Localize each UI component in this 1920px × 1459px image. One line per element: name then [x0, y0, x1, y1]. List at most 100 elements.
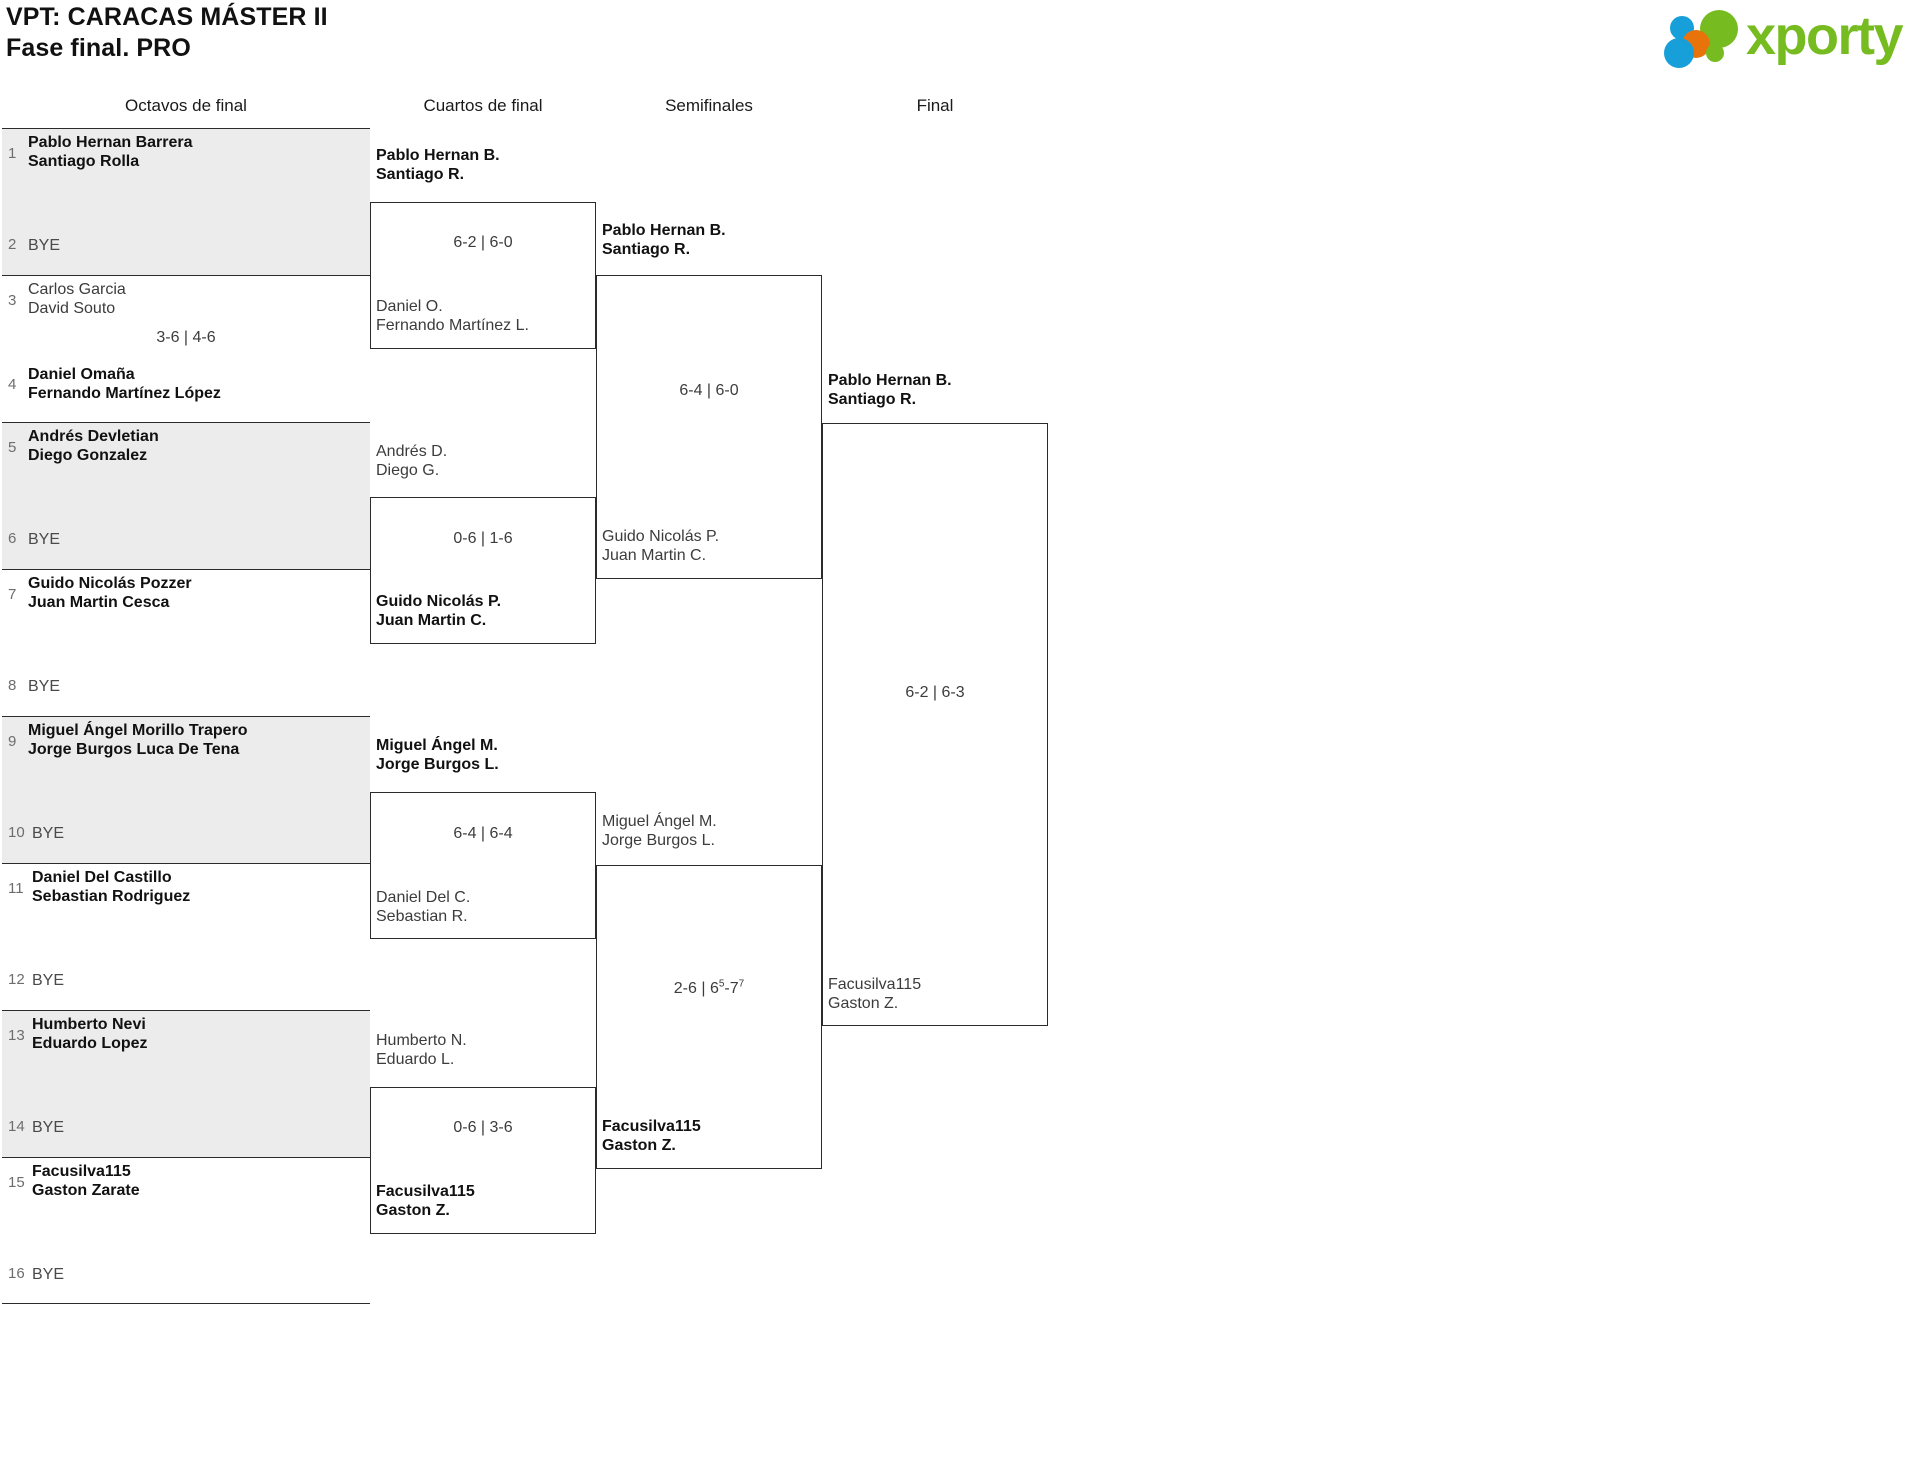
- team-name: Facusilva115 Gaston Zarate: [32, 1163, 140, 1199]
- r1-match-5[interactable]: 9 Miguel Ángel Morillo Trapero Jorge Bur…: [2, 716, 370, 863]
- logo-dot-green-small: [1705, 44, 1724, 62]
- bracket-line: [370, 497, 371, 644]
- logo-wordmark: xporty: [1745, 6, 1904, 66]
- team-name: Pablo Hernan B. Santiago R.: [602, 222, 726, 258]
- tiebreak-points: 5: [718, 978, 725, 990]
- match-score: 6-2 | 6-0: [453, 234, 513, 251]
- seed-number: 1: [8, 145, 17, 162]
- bracket-line: [822, 423, 823, 1026]
- team-name: Daniel Del C. Sebastian R.: [376, 889, 471, 925]
- team-name: Carlos Garcia David Souto: [28, 281, 126, 317]
- tournament-name: VPT: CARACAS MÁSTER II: [6, 3, 328, 31]
- team-name: Facusilva115 Gaston Z.: [602, 1118, 701, 1154]
- seed-number: 14: [8, 1118, 25, 1135]
- bracket-line: [596, 275, 822, 276]
- team-name: Guido Nicolás Pozzer Juan Martin Cesca: [28, 575, 192, 611]
- bracket-line: [595, 1087, 596, 1234]
- bracket-line: [370, 202, 596, 203]
- r1-match-3[interactable]: 5 Andrés Devletian Diego Gonzalez 6 BYE: [2, 422, 370, 569]
- bracket-line: [596, 578, 822, 579]
- bracket-line: [595, 202, 596, 349]
- xporty-logo: xporty: [1663, 6, 1904, 68]
- team-name: Andrés D. Diego G.: [376, 443, 448, 479]
- team-name: Miguel Ángel M. Jorge Burgos L.: [602, 813, 717, 849]
- match-score: 6-4 | 6-4: [453, 825, 513, 842]
- team-name: Daniel Del Castillo Sebastian Rodriguez: [32, 869, 191, 905]
- bracket-line: [370, 497, 596, 498]
- bracket-line: [595, 497, 596, 644]
- seed-number: 3: [8, 292, 17, 309]
- bracket-line: [370, 792, 596, 793]
- tiebreak-points: 7: [738, 978, 745, 990]
- seed-number: 11: [8, 880, 24, 897]
- r1-match-1[interactable]: 1 Pablo Hernan Barrera Santiago Rolla 2 …: [2, 128, 370, 275]
- seed-number: 7: [8, 586, 17, 603]
- bracket-line: [821, 275, 822, 579]
- bracket-line: [822, 423, 1048, 424]
- seed-number: 9: [8, 733, 17, 750]
- tournament-phase: Fase final. PRO: [6, 34, 191, 62]
- team-name: Miguel Ángel M. Jorge Burgos L.: [376, 737, 499, 773]
- round-octavos-column: 1 Pablo Hernan Barrera Santiago Rolla 2 …: [2, 128, 370, 1304]
- bye-label: BYE: [32, 825, 65, 842]
- bracket-line: [370, 202, 371, 349]
- r1-match-2[interactable]: 3 Carlos Garcia David Souto 3-6 | 4-6 4 …: [2, 275, 370, 422]
- seed-number: 6: [8, 530, 17, 547]
- r1-match-6[interactable]: 11 Daniel Del Castillo Sebastian Rodrigu…: [2, 863, 370, 1010]
- r1-match-7[interactable]: 13 Humberto Nevi Eduardo Lopez 14 BYE: [2, 1010, 370, 1157]
- bracket-line: [596, 865, 597, 1169]
- team-name: Pablo Hernan B. Santiago R.: [376, 147, 500, 183]
- seed-number: 4: [8, 376, 17, 393]
- seed-number: 12: [8, 971, 25, 988]
- bracket-line: [596, 275, 597, 579]
- seed-number: 2: [8, 236, 17, 253]
- bye-label: BYE: [32, 1266, 65, 1283]
- r1-match-4[interactable]: 7 Guido Nicolás Pozzer Juan Martin Cesca…: [2, 569, 370, 716]
- bye-label: BYE: [28, 531, 61, 548]
- team-name: Humberto Nevi Eduardo Lopez: [32, 1016, 148, 1052]
- bracket-line: [596, 1168, 822, 1169]
- team-name: Guido Nicolás P. Juan Martin C.: [602, 528, 720, 564]
- team-name: Facusilva115 Gaston Z.: [376, 1183, 475, 1219]
- bracket-line: [370, 792, 371, 939]
- logo-dots-icon: [1663, 8, 1742, 68]
- match-score: 0-6 | 3-6: [453, 1119, 513, 1136]
- champion-name: Pablo Hernan B. Santiago R.: [828, 372, 952, 408]
- match-score: 6-2 | 6-3: [905, 684, 965, 701]
- round-heading-final: Final: [916, 96, 954, 115]
- team-name: Daniel Omaña Fernando Martínez López: [28, 366, 221, 402]
- r1-match-8[interactable]: 15 Facusilva115 Gaston Zarate 16 BYE: [2, 1157, 370, 1304]
- bracket-line: [370, 643, 596, 644]
- bracket-line: [1047, 423, 1048, 1026]
- team-name: Guido Nicolás P. Juan Martin C.: [376, 593, 502, 629]
- seed-number: 16: [8, 1265, 25, 1282]
- team-name: Andrés Devletian Diego Gonzalez: [28, 428, 159, 464]
- bracket-line: [595, 792, 596, 939]
- match-score: 0-6 | 1-6: [453, 530, 513, 547]
- bracket-line: [370, 938, 596, 939]
- bracket-line: [370, 1233, 596, 1234]
- bye-label: BYE: [32, 1119, 65, 1136]
- team-name: Daniel O. Fernando Martínez L.: [376, 298, 529, 334]
- bracket-line: [822, 1025, 1048, 1026]
- seed-number: 8: [8, 677, 17, 694]
- page-title: VPT: CARACAS MÁSTER II Fase final. PRO: [6, 2, 328, 64]
- seed-number: 10: [8, 824, 25, 841]
- round-heading-semifinales: Semifinales: [665, 96, 753, 115]
- bracket-line: [596, 865, 822, 866]
- team-name: Humberto N. Eduardo L.: [376, 1032, 467, 1068]
- seed-number: 13: [8, 1027, 25, 1044]
- round-heading-octavos: Octavos de final: [125, 96, 247, 115]
- bye-label: BYE: [32, 972, 65, 989]
- match-score: 6-4 | 6-0: [679, 382, 739, 399]
- match-score: 2-6 | 65-77: [673, 978, 745, 997]
- bye-label: BYE: [28, 678, 61, 695]
- team-name: Facusilva115 Gaston Z.: [828, 976, 922, 1012]
- team-name: Miguel Ángel Morillo Trapero Jorge Burgo…: [28, 722, 248, 758]
- bye-label: BYE: [28, 237, 61, 254]
- logo-dot-blue-large: [1663, 38, 1694, 68]
- match-score: 3-6 | 4-6: [156, 329, 216, 346]
- bracket-line: [370, 348, 596, 349]
- bracket-line: [370, 1087, 596, 1088]
